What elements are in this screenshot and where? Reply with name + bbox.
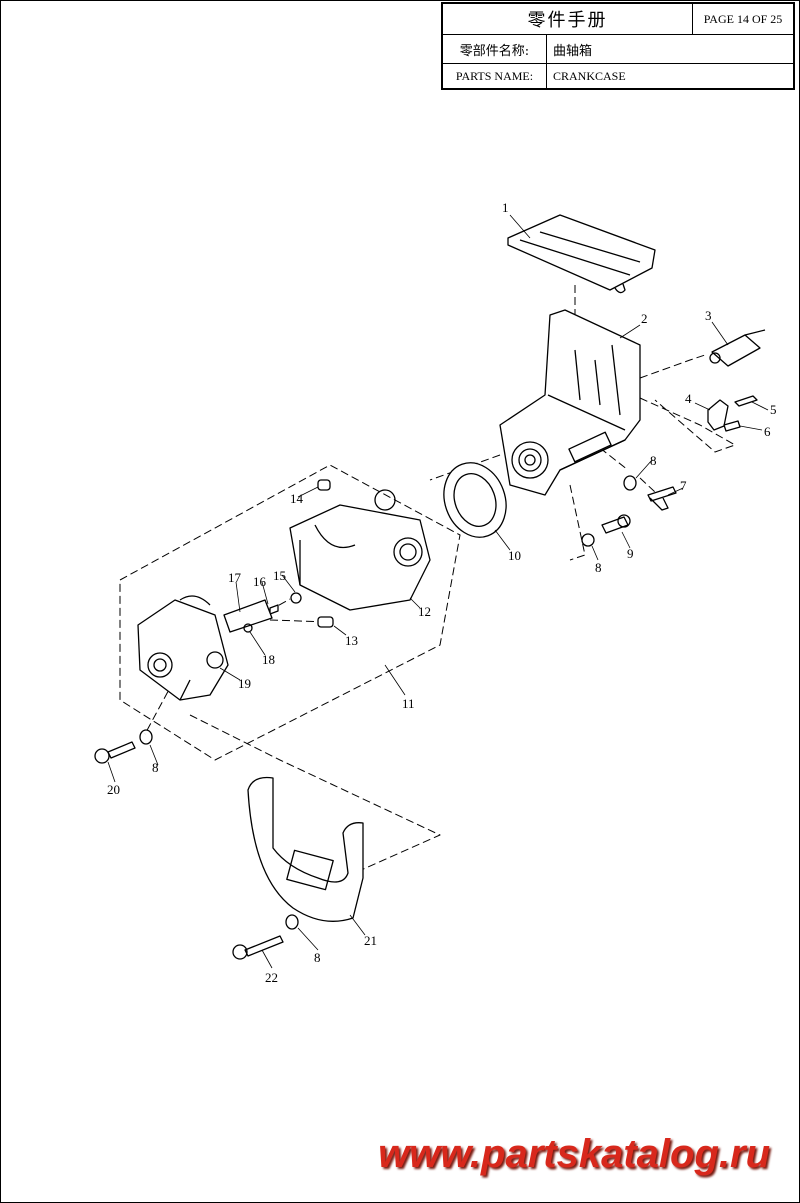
part-8-washers [139, 475, 637, 930]
part-9-bolt [601, 514, 631, 534]
callout-8b: 8 [595, 560, 602, 575]
callout-4: 4 [685, 391, 692, 406]
part-13-bushing [317, 616, 334, 628]
part-14-bushing [317, 479, 331, 491]
part-22-bolt [232, 935, 284, 960]
callout-2: 2 [641, 311, 648, 326]
part-21-bracket [247, 776, 364, 922]
callout-8a: 8 [650, 453, 657, 468]
part-19-crankcase-half [137, 595, 229, 701]
part-18-reed [243, 623, 253, 633]
part-name-cn: 曲轴箱 [547, 35, 793, 64]
part-7-bolt [647, 486, 677, 511]
callout-18: 18 [262, 652, 275, 667]
callout-14: 14 [290, 491, 304, 506]
assembly-dash-lines [119, 285, 736, 876]
part-2-housing [499, 309, 641, 496]
callout-9: 9 [627, 546, 634, 561]
part-1-cover [507, 214, 656, 294]
part-17-reed-plate [223, 599, 273, 633]
callout-8d: 8 [314, 950, 321, 965]
callout-11: 11 [402, 696, 415, 711]
callout-8c: 8 [152, 760, 159, 775]
part-3-spark-plug [709, 329, 766, 367]
part-6-sleeve [723, 420, 741, 432]
callout-19: 19 [238, 676, 251, 691]
title-block: 零件手册 PAGE 14 OF 25 零部件名称: 曲轴箱 PARTS NAME… [441, 2, 795, 90]
callout-3: 3 [705, 308, 712, 323]
part-20-bolt [94, 741, 136, 764]
part-15-screw [290, 592, 302, 604]
part-16-spring [269, 604, 279, 615]
callout-5: 5 [770, 402, 777, 417]
part-name-en: CRANKCASE [553, 68, 626, 83]
callout-1: 1 [502, 200, 509, 215]
callout-15: 15 [273, 568, 286, 583]
callout-6: 6 [764, 424, 771, 439]
watermark-url: www.partskatalog.ru [378, 1132, 770, 1176]
callout-16: 16 [253, 574, 267, 589]
part-12-crankcase-half [289, 489, 431, 611]
callout-7: 7 [680, 478, 687, 493]
part-5-pin [734, 395, 758, 407]
part-name-cn-label: 零部件名称: [443, 35, 547, 64]
callout-21: 21 [364, 933, 377, 948]
leader-lines [107, 214, 769, 969]
part-10-gasket [443, 462, 507, 538]
callout-22: 22 [265, 970, 278, 985]
part-name-en-label: PARTS NAME: [443, 64, 547, 88]
manual-title: 零件手册 [443, 4, 693, 35]
callout-12: 12 [418, 604, 431, 619]
callout-17: 17 [228, 570, 242, 585]
callout-10: 10 [508, 548, 521, 563]
callout-13: 13 [345, 633, 358, 648]
page-number: PAGE 14 OF 25 [693, 4, 793, 35]
callout-20: 20 [107, 782, 120, 797]
